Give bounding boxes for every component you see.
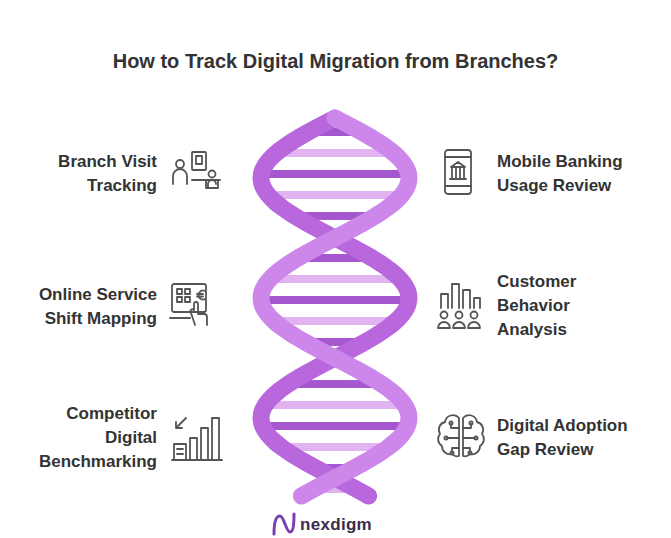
helix-rung bbox=[261, 170, 408, 178]
helix-rung bbox=[261, 296, 409, 304]
step-label: Customer Behavior Analysis bbox=[497, 270, 597, 342]
helix-rung bbox=[270, 275, 400, 283]
helix-strand bbox=[261, 118, 409, 496]
step-label: Digital Adoption Gap Review bbox=[497, 414, 647, 462]
step-label: Competitor Digital Benchmarking bbox=[32, 402, 157, 474]
helix-rung bbox=[274, 317, 396, 325]
online-service-icon bbox=[170, 284, 207, 325]
helix-rung bbox=[265, 401, 405, 409]
competitor-benchmarking-icon bbox=[172, 418, 222, 460]
helix-rung bbox=[268, 191, 402, 199]
branch-visit-icon bbox=[173, 152, 220, 188]
mobile-banking-icon bbox=[445, 150, 471, 194]
step-label: Branch Visit Tracking bbox=[37, 150, 157, 198]
step-label: Online Service Shift Mapping bbox=[22, 283, 157, 331]
helix-rung bbox=[263, 422, 408, 430]
diagram-title: How to Track Digital Migration from Bran… bbox=[0, 48, 671, 74]
watermark: nexdigm bbox=[300, 515, 400, 535]
helix-strand bbox=[261, 118, 409, 496]
dna-helix bbox=[261, 118, 409, 496]
digital-adoption-icon bbox=[438, 415, 484, 456]
step-label: Mobile Banking Usage Review bbox=[497, 150, 637, 198]
customer-behavior-icon bbox=[438, 284, 480, 328]
logo-mark bbox=[274, 514, 294, 534]
